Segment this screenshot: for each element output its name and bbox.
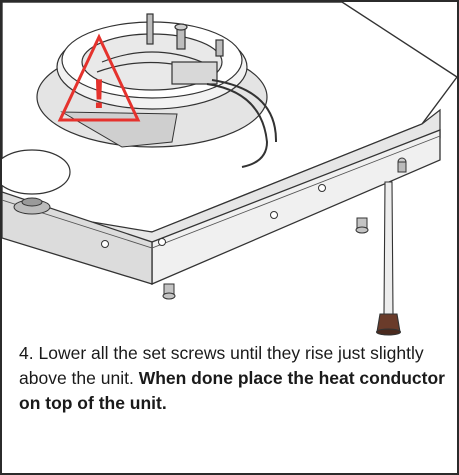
step-emphasis: When done place the heat conductor on to… <box>19 368 445 413</box>
assembly-illustration: ! <box>2 2 457 336</box>
housing-left <box>2 191 153 285</box>
svg-text:!: ! <box>92 70 106 117</box>
step-number: 4. <box>19 343 34 363</box>
screwdriver <box>375 181 402 336</box>
step-text: Lower all the set screws until they rise… <box>19 343 424 388</box>
warning-icon: ! <box>57 33 141 122</box>
set-screw <box>162 217 369 300</box>
step-caption: 4. Lower all the set screws until they r… <box>19 341 449 416</box>
